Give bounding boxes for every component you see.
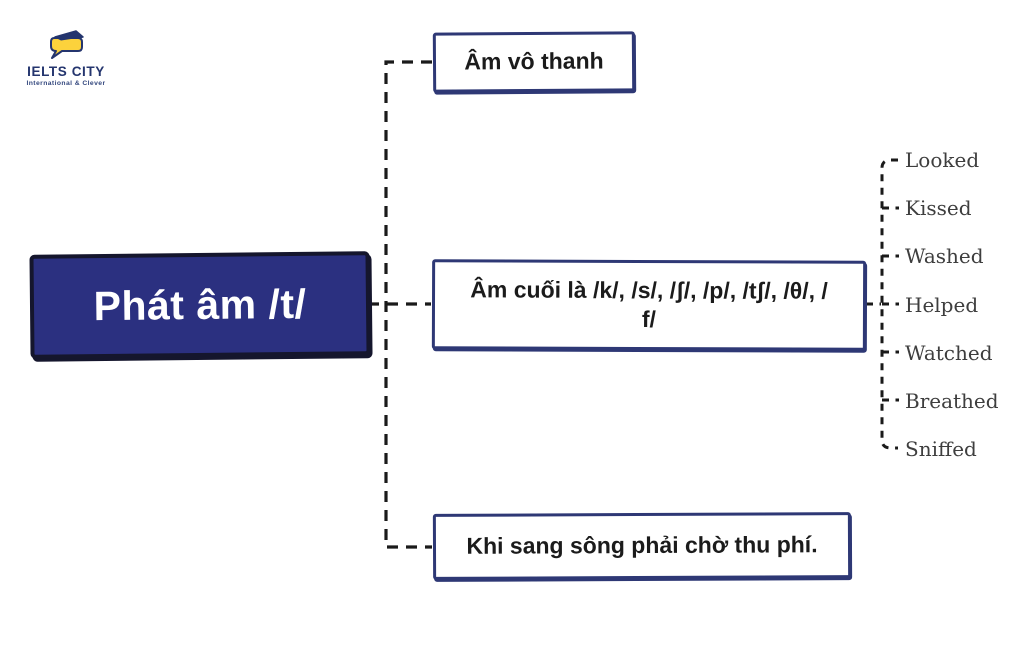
speech-bubble-book-icon: [50, 30, 84, 59]
logo: IELTS CITY International & Clever: [24, 28, 108, 87]
branch-label-line-2: f/: [641, 305, 657, 333]
branch-node-am-vo-thanh: Âm vô thanh: [432, 31, 636, 93]
root-node-label: Phát âm /t/: [93, 280, 307, 329]
word-item-washed: Washed: [905, 244, 984, 269]
logo-title: IELTS CITY: [27, 64, 105, 79]
root-node-phat-am-t: Phát âm /t/: [29, 251, 371, 359]
word-list: Looked Kissed Washed Helped Watched Brea…: [905, 136, 999, 473]
connector-word-trunk: [880, 158, 898, 450]
branch-label-line-1: Âm cuối là /k/, /s/, /ʃ/, /p/, /tʃ/, /θ/…: [470, 275, 828, 304]
branch-label: Âm vô thanh: [464, 47, 604, 75]
logo-subtitle: International & Clever: [26, 80, 106, 87]
word-item-sniffed: Sniffed: [905, 437, 977, 462]
branch-node-mnemonic: Khi sang sông phải chờ thu phí.: [432, 512, 852, 580]
branch-node-am-cuoi: Âm cuối là /k/, /s/, /ʃ/, /p/, /tʃ/, /θ/…: [431, 259, 867, 351]
word-item-helped: Helped: [905, 292, 979, 317]
connector-trunk: [384, 60, 432, 549]
word-item-breathed: Breathed: [905, 388, 999, 413]
word-item-kissed: Kissed: [905, 196, 972, 221]
word-item-looked: Looked: [905, 148, 980, 172]
word-item-watched: Watched: [905, 340, 993, 365]
branch-label: Khi sang sông phải chờ thu phí.: [466, 531, 818, 560]
